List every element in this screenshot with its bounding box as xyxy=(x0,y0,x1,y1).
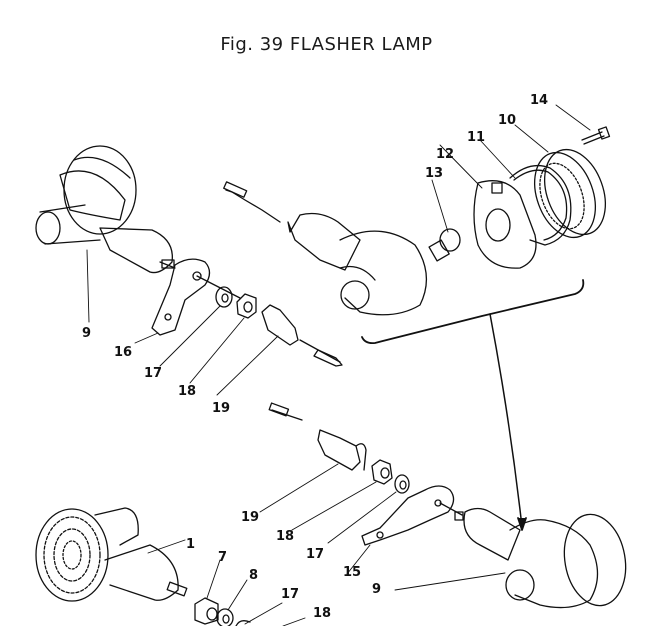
flasher-body-bottom-right xyxy=(454,507,627,609)
callout-19-top: 19 xyxy=(212,401,231,416)
callout-17-top: 17 xyxy=(144,366,163,381)
flasher-assembly-1 xyxy=(35,507,188,602)
callout-16: 16 xyxy=(114,345,133,360)
gasket-11 xyxy=(509,164,572,246)
reflector-12 xyxy=(473,180,537,269)
callout-18-top: 18 xyxy=(178,384,197,399)
callout-13: 13 xyxy=(425,166,444,181)
callout-19-bottom: 19 xyxy=(241,510,260,525)
socket-19-bottom xyxy=(268,402,367,471)
callout-9-bottom: 9 xyxy=(372,582,382,597)
socket-19-top xyxy=(261,304,343,367)
callout-9-top: 9 xyxy=(82,326,92,341)
callout-18-middle: 18 xyxy=(276,529,295,544)
callout-10: 10 xyxy=(498,113,517,128)
figure-title: Fig. 39 FLASHER LAMP xyxy=(220,34,433,55)
callout-8: 8 xyxy=(249,568,259,583)
callout-17-bottom: 17 xyxy=(281,587,300,602)
callout-1: 1 xyxy=(186,537,196,552)
spacer-7 xyxy=(194,597,219,625)
washer-17-bottom xyxy=(235,620,251,626)
callout-12: 12 xyxy=(436,147,455,162)
washer-17-top xyxy=(215,286,233,308)
washer-17-middle xyxy=(394,474,410,494)
washer-8 xyxy=(216,608,234,626)
callout-15: 15 xyxy=(343,565,362,580)
flasher-body-top-left xyxy=(35,145,176,274)
nut-18-top xyxy=(236,293,257,319)
callout-11: 11 xyxy=(467,130,486,145)
group-bracket xyxy=(361,279,585,531)
stay-15 xyxy=(361,485,463,546)
leader-lines xyxy=(86,104,591,626)
callout-18-bottom: 18 xyxy=(313,606,332,621)
callout-17-middle: 17 xyxy=(306,547,325,562)
bulb-13 xyxy=(428,228,461,262)
nut-18-bottom xyxy=(371,459,393,485)
screw-14 xyxy=(581,126,611,145)
callout-14: 14 xyxy=(530,93,549,108)
flasher-body-top-center xyxy=(223,181,428,316)
lens-10 xyxy=(534,148,606,239)
stay-16 xyxy=(151,258,241,336)
callout-7: 7 xyxy=(218,550,228,565)
